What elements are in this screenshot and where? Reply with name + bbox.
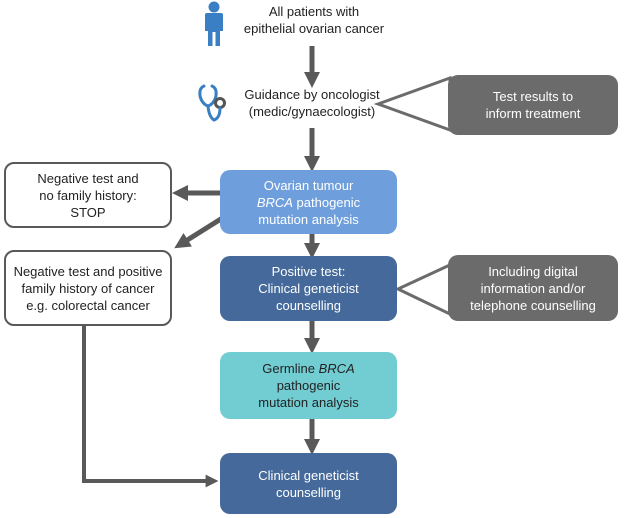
final-counselling-box: Clinical geneticist counselling bbox=[220, 453, 397, 514]
negative-family-line1: Negative test and positive bbox=[13, 263, 163, 279]
guidance-label: Guidance by oncologist (medic/gynaecolog… bbox=[232, 86, 392, 120]
final-line2: counselling bbox=[275, 484, 342, 500]
callout-wedge-digital bbox=[394, 261, 454, 318]
patients-line1: All patients with bbox=[268, 4, 360, 19]
test-results-box: Test results to inform treatment bbox=[448, 75, 618, 135]
positive-line1: Positive test: bbox=[271, 264, 346, 279]
digital-line2: information and/or bbox=[480, 280, 586, 296]
positive-test-box: Positive test: Clinical geneticist couns… bbox=[220, 256, 397, 321]
negative-family-box: Negative test and positive family histor… bbox=[4, 250, 172, 326]
test-results-line1: Test results to bbox=[492, 89, 574, 104]
tumour-line2: BRCA pathogenic bbox=[257, 194, 360, 211]
negative-family-line3: e.g. colorectal cancer bbox=[26, 297, 150, 313]
positive-line2: Clinical geneticist bbox=[258, 281, 359, 296]
digital-counselling-box: Including digital information and/or tel… bbox=[448, 255, 618, 321]
tumour-line3: mutation analysis bbox=[258, 211, 359, 227]
patients-line2: epithelial ovarian cancer bbox=[243, 21, 385, 36]
positive-line3: counselling bbox=[275, 298, 342, 313]
final-line1: Clinical geneticist bbox=[258, 467, 359, 483]
guidance-line1: Guidance by oncologist bbox=[244, 87, 380, 102]
negative-stop-line3: STOP bbox=[70, 204, 106, 220]
germline-brca-italic: BRCA bbox=[318, 361, 355, 376]
germline-line1-pre: Germline bbox=[262, 361, 319, 376]
negative-stop-box: Negative test and no family history: STO… bbox=[4, 162, 172, 228]
tumour-line2-rest: pathogenic bbox=[292, 194, 361, 210]
guidance-line2: (medic/gynaecologist) bbox=[248, 104, 376, 119]
germline-analysis-box: Germline BRCA pathogenic mutation analys… bbox=[220, 352, 397, 419]
stethoscope-icon bbox=[198, 84, 226, 122]
germline-line3: mutation analysis bbox=[258, 395, 359, 410]
tumour-brca-italic: BRCA bbox=[256, 194, 293, 210]
tumour-line1: Ovarian tumour bbox=[263, 177, 354, 193]
germline-line2: pathogenic bbox=[276, 378, 341, 393]
digital-line1: Including digital bbox=[488, 263, 578, 279]
negative-stop-line1: Negative test and bbox=[37, 170, 139, 186]
negative-family-line2: family history of cancer bbox=[21, 280, 155, 296]
germline-line1: Germline BRCA bbox=[262, 360, 354, 377]
digital-line3: telephone counselling bbox=[470, 297, 596, 313]
negative-stop-line2: no family history: bbox=[39, 187, 137, 203]
test-results-line2: inform treatment bbox=[485, 106, 581, 121]
tumour-analysis-box: Ovarian tumour BRCA pathogenic mutation … bbox=[220, 170, 397, 234]
person-icon bbox=[205, 1, 223, 46]
patients-label: All patients with epithelial ovarian can… bbox=[234, 3, 394, 37]
arrow-family-to-final bbox=[82, 326, 219, 488]
